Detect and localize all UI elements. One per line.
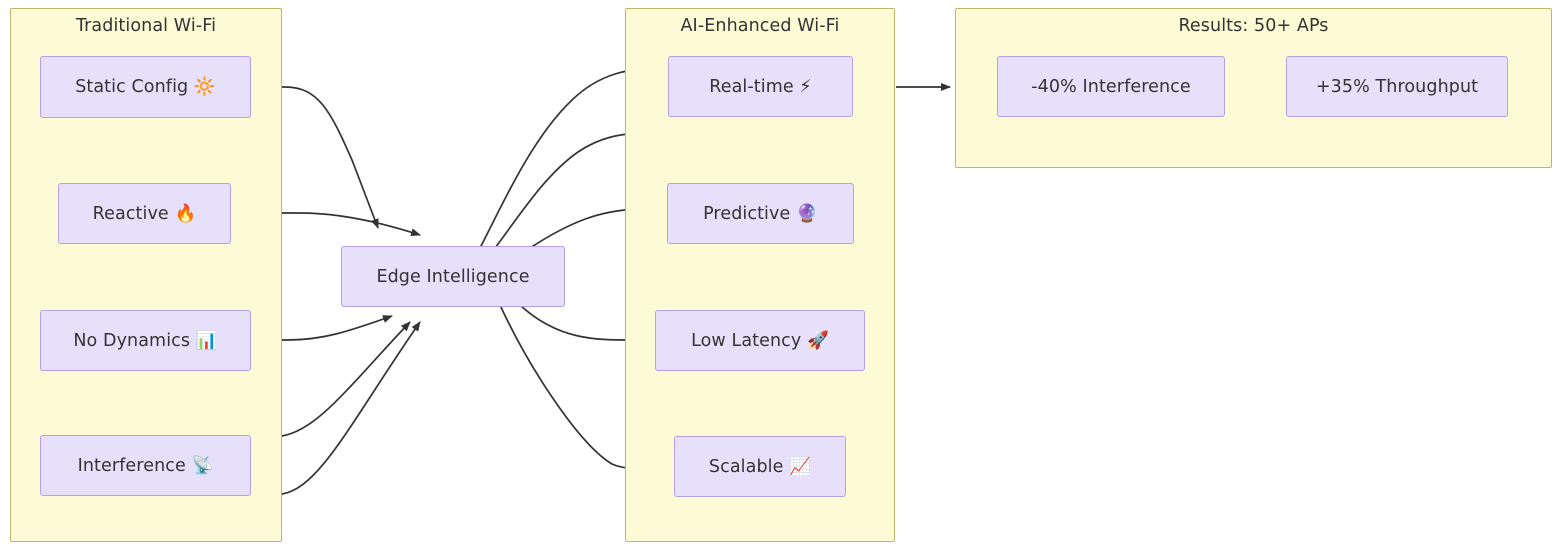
node-scalable[interactable]: Scalable 📈 [674,436,846,497]
node-edge-intelligence[interactable]: Edge Intelligence [341,246,565,307]
node-edge-intelligence-label: Edge Intelligence [376,266,530,287]
edge-interference-to-edge-intelligence-b [281,321,421,495]
node-realtime-label: Real-time ⚡ [709,76,812,97]
node-throughput-result[interactable]: +35% Throughput [1286,56,1508,117]
node-scalable-label: Scalable 📈 [708,456,812,477]
cluster-results-title: Results: 50+ APs [1178,16,1329,36]
node-no-dynamics-label: No Dynamics 📊 [73,330,218,351]
cluster-traditional-wifi-title: Traditional Wi-Fi [75,16,217,36]
node-low-latency-label: Low Latency 🚀 [691,330,829,351]
node-no-dynamics[interactable]: No Dynamics 📊 [40,310,251,371]
node-throughput-result-label: +35% Throughput [1315,76,1479,97]
node-low-latency[interactable]: Low Latency 🚀 [655,310,865,371]
node-interference-result-label: -40% Interference [1031,76,1191,97]
node-static-config-label: Static Config 🔆 [75,77,216,97]
node-static-config[interactable]: Static Config 🔆 [40,56,251,118]
cluster-ai-enhanced-wifi-title: AI-Enhanced Wi-Fi [680,16,840,36]
node-predictive[interactable]: Predictive 🔮 [667,183,854,244]
node-reactive-label: Reactive 🔥 [92,203,197,224]
node-reactive[interactable]: Reactive 🔥 [58,183,231,244]
node-interference-label: Interference 📡 [77,455,214,476]
node-interference[interactable]: Interference 📡 [40,435,251,496]
node-interference-result[interactable]: -40% Interference [997,56,1225,117]
node-predictive-label: Predictive 🔮 [703,203,818,224]
node-realtime[interactable]: Real-time ⚡ [668,56,853,117]
